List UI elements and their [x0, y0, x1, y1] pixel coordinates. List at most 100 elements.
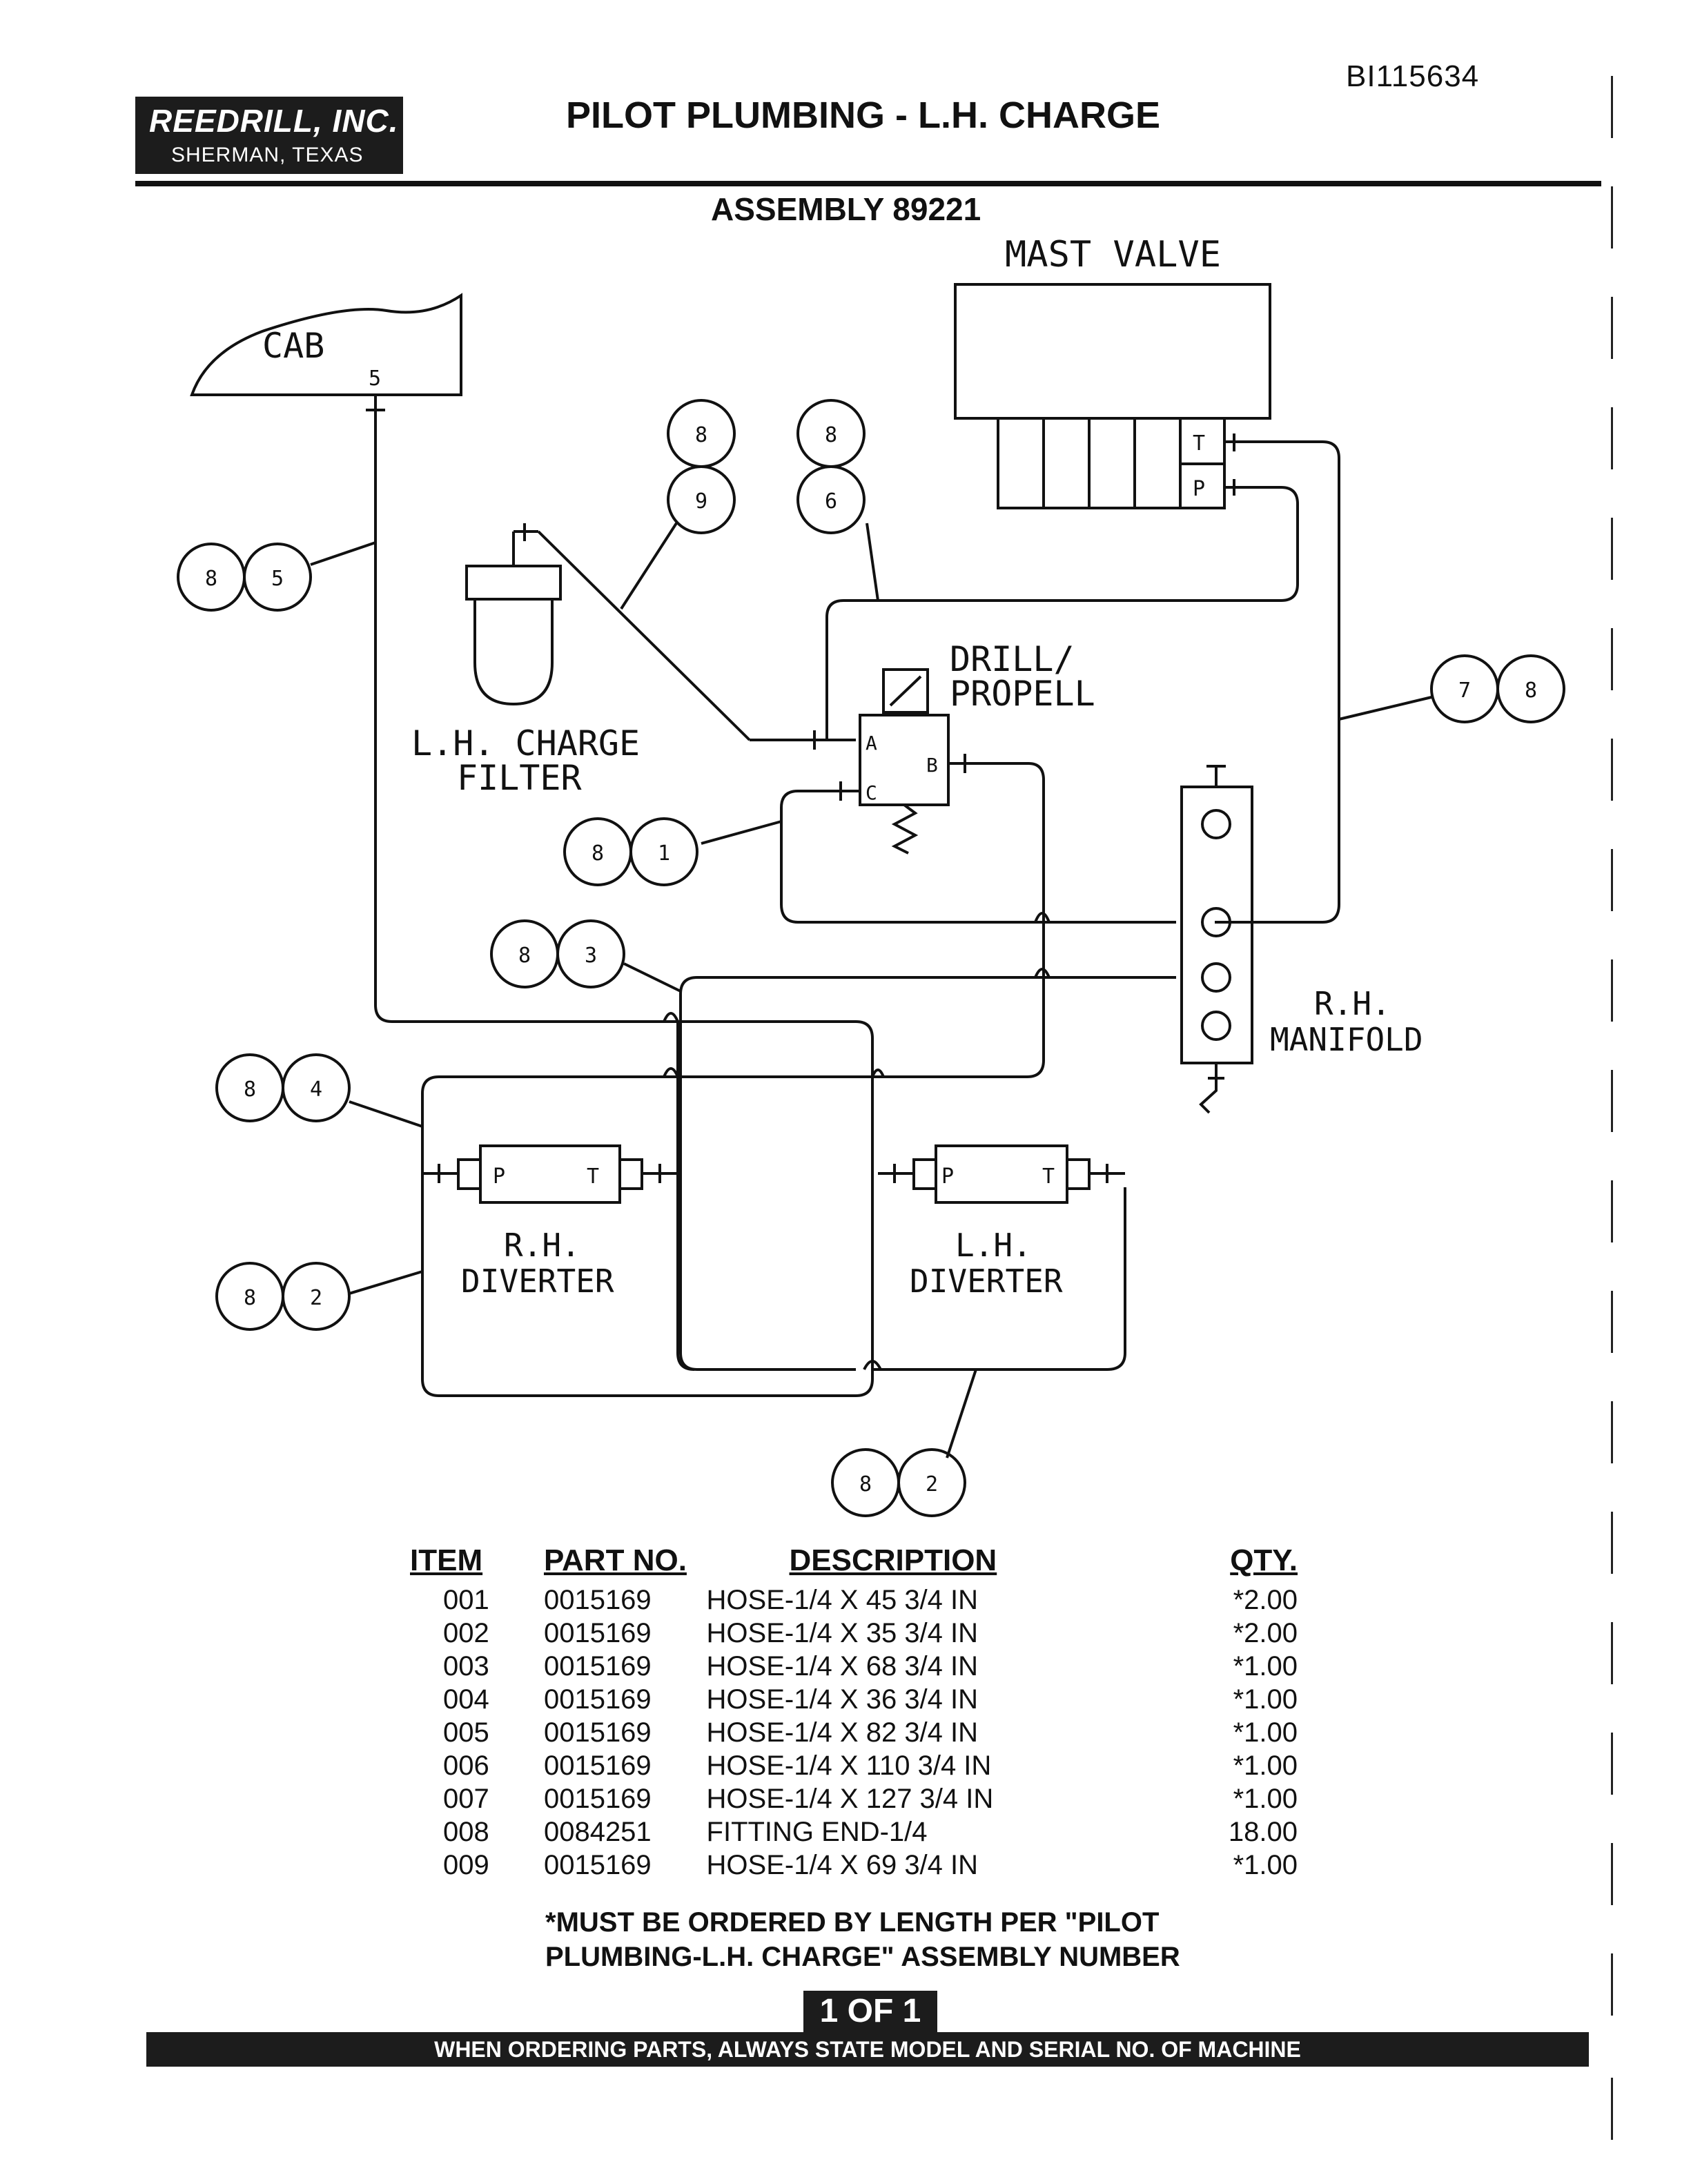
margin-mark — [1611, 1180, 1613, 1242]
rh-diverter-label: R.H. — [504, 1227, 580, 1264]
column-header-item: ITEM — [410, 1543, 483, 1577]
margin-mark — [1611, 1733, 1613, 1795]
item-number: 007 — [443, 1784, 489, 1814]
callout-circle — [243, 543, 312, 612]
leader-line — [623, 962, 681, 993]
table-row: 006 0015169 HOSE-1/4 X 110 3/4 IN *1.00 — [410, 1749, 1321, 1782]
port-label: T — [1042, 1164, 1055, 1189]
table-row: 007 0015169 HOSE-1/4 X 127 3/4 IN *1.00 — [410, 1782, 1321, 1815]
margin-mark — [1611, 1291, 1613, 1353]
ordering-note-line: *MUST BE ORDERED BY LENGTH PER "PILOT — [545, 1907, 1160, 1938]
part-quantity: *1.00 — [1233, 1684, 1298, 1715]
part-description: HOSE-1/4 X 45 3/4 IN — [706, 1585, 979, 1615]
callout-number: 3 — [585, 944, 597, 968]
page-title: PILOT PLUMBING - L.H. CHARGE — [566, 95, 1160, 136]
margin-mark — [1611, 1622, 1613, 1684]
part-number: 0015169 — [543, 1585, 652, 1615]
margin-mark — [1611, 849, 1613, 911]
table-row: 005 0015169 HOSE-1/4 X 82 3/4 IN *1.00 — [410, 1716, 1321, 1749]
ordering-note-line: PLUMBING-L.H. CHARGE" ASSEMBLY NUMBER — [545, 1942, 1180, 1972]
part-number: 0015169 — [543, 1618, 652, 1648]
callout-circle — [796, 465, 866, 534]
item-number: 004 — [443, 1684, 489, 1715]
callout-circle — [629, 817, 698, 886]
filter-label: L.H. CHARGE — [411, 723, 640, 763]
parts-table-header: ITEM PART NO. DESCRIPTION QTY. — [410, 1543, 1321, 1583]
item-number: 001 — [443, 1585, 489, 1615]
part-description: HOSE-1/4 X 35 3/4 IN — [706, 1618, 979, 1648]
margin-mark — [1611, 1512, 1613, 1574]
part-description: HOSE-1/4 X 82 3/4 IN — [706, 1717, 979, 1748]
callout-number: 8 — [825, 423, 837, 447]
part-description: HOSE-1/4 X 36 3/4 IN — [706, 1684, 979, 1715]
leader-line — [310, 541, 376, 566]
callout-circle — [667, 465, 736, 534]
table-row: 004 0015169 HOSE-1/4 X 36 3/4 IN *1.00 — [410, 1683, 1321, 1716]
margin-mark — [1611, 186, 1613, 248]
margin-mark — [1611, 297, 1613, 359]
port-label: P — [493, 1164, 505, 1189]
part-number: 0015169 — [543, 1784, 652, 1814]
callout-number: 6 — [825, 489, 837, 514]
item-number: 005 — [443, 1717, 489, 1748]
leader-line — [349, 1100, 423, 1128]
cab-label: CAB — [262, 326, 324, 366]
mast-valve-body — [954, 283, 1271, 420]
callout-number: 1 — [658, 841, 670, 866]
part-description: HOSE-1/4 X 127 3/4 IN — [706, 1784, 994, 1814]
part-quantity: *1.00 — [1233, 1784, 1298, 1814]
part-quantity: *1.00 — [1233, 1751, 1298, 1781]
item-number: 009 — [443, 1850, 489, 1880]
lh-diverter-label: DIVERTER — [910, 1262, 1063, 1300]
rh-manifold — [1180, 786, 1253, 1064]
filter-label: FILTER — [457, 758, 583, 798]
part-description: FITTING END-1/4 — [706, 1817, 928, 1847]
part-quantity: 18.00 — [1228, 1817, 1298, 1847]
part-description: HOSE-1/4 X 110 3/4 IN — [706, 1751, 992, 1781]
margin-mark — [1611, 1953, 1613, 2016]
callout-number: 8 — [244, 1078, 256, 1102]
callout-number: 9 — [695, 489, 707, 514]
part-number: 0084251 — [543, 1817, 652, 1847]
part-quantity: *1.00 — [1233, 1850, 1298, 1880]
part-number: 0015169 — [543, 1751, 652, 1781]
leader-line — [701, 820, 782, 845]
table-row: 002 0015169 HOSE-1/4 X 35 3/4 IN *2.00 — [410, 1617, 1321, 1650]
table-row: 003 0015169 HOSE-1/4 X 68 3/4 IN *1.00 — [410, 1650, 1321, 1683]
cab-outline — [190, 293, 462, 396]
table-row: 001 0015169 HOSE-1/4 X 45 3/4 IN *2.00 — [410, 1583, 1321, 1617]
callout-circle — [282, 1262, 351, 1331]
callout-number: 2 — [926, 1472, 938, 1496]
part-quantity: *2.00 — [1233, 1618, 1298, 1648]
margin-mark — [1611, 739, 1613, 801]
port-label: A — [866, 732, 877, 754]
margin-mark — [1611, 959, 1613, 1022]
margin-mark — [1611, 76, 1613, 138]
callout-circle — [1496, 654, 1565, 723]
margin-mark — [1611, 1070, 1613, 1132]
callout-circle — [282, 1053, 351, 1122]
filter-head — [465, 565, 562, 601]
column-header-part-no: PART NO. — [543, 1543, 687, 1577]
part-number: 0015169 — [543, 1717, 652, 1748]
rh-manifold-label: R.H. — [1314, 985, 1391, 1022]
margin-mark — [1611, 1843, 1613, 1905]
part-number: 0015169 — [543, 1684, 652, 1715]
callout-circle — [897, 1448, 966, 1517]
header-divider — [135, 181, 1601, 186]
filter-bowl — [473, 599, 554, 706]
company-city: SHERMAN, TEXAS — [171, 144, 364, 166]
footer-banner: WHEN ORDERING PARTS, ALWAYS STATE MODEL … — [146, 2032, 1589, 2067]
margin-mark — [1611, 2078, 1613, 2140]
plumbing-diagram: MAST VALVE CAB 5 DRILL/ PROPELL L.H. CHA… — [177, 234, 1565, 1517]
cab-port-label: 5 — [369, 367, 381, 391]
valve-solenoid — [882, 668, 929, 714]
port-label: B — [926, 754, 938, 777]
leader-line — [946, 1369, 977, 1459]
page-indicator: 1 OF 1 — [803, 1991, 937, 2032]
part-quantity: *1.00 — [1233, 1717, 1298, 1748]
parts-table: ITEM PART NO. DESCRIPTION QTY. 001 00151… — [410, 1543, 1321, 1882]
port-label: C — [866, 781, 877, 804]
mast-valve-label: MAST VALVE — [1005, 234, 1221, 275]
company-logo: REEDRILL, INC. SHERMAN, TEXAS — [135, 97, 403, 174]
